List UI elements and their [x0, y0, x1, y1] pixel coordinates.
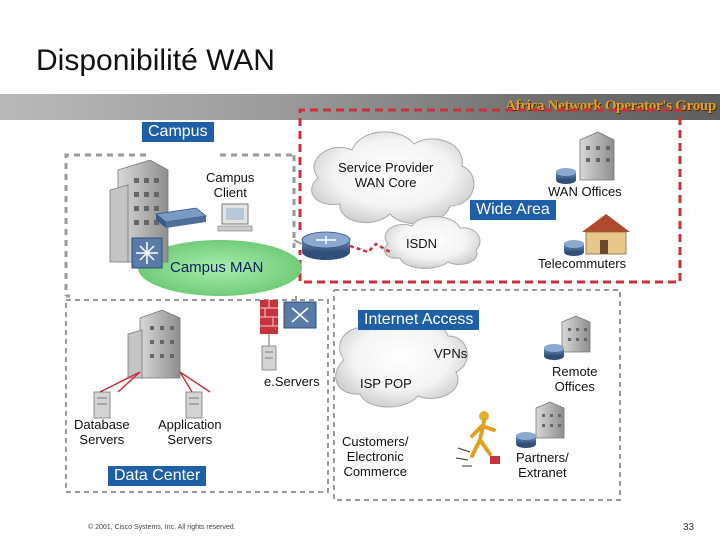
- campus-building: [109, 159, 169, 263]
- database-servers-label: Database Servers: [74, 417, 130, 447]
- internet-access-label: Internet Access: [358, 310, 480, 330]
- service-provider-label: Service Provider WAN Core: [338, 160, 434, 190]
- wan-core-cloud: [311, 131, 475, 225]
- data-center-label: Data Center: [108, 466, 207, 486]
- remote-office-building: [561, 315, 591, 353]
- remote-offices-label: Remote Offices: [552, 364, 598, 394]
- campus-client-label: Campus Client: [206, 170, 255, 200]
- data-center-building: [127, 309, 181, 379]
- partner-router: [516, 432, 536, 448]
- telecommuter-router: [564, 240, 584, 256]
- telecommuter-house: [582, 214, 630, 255]
- campus-switch: [155, 207, 207, 228]
- wan-office-router: [556, 168, 576, 184]
- firewall: [260, 300, 278, 334]
- wan-offices-label: WAN Offices: [548, 184, 622, 199]
- e-servers-label: e.Servers: [264, 374, 320, 389]
- slide-title: Disponibilité WAN: [36, 44, 275, 77]
- internet-region: [333, 289, 621, 501]
- page-number: 33: [683, 522, 695, 533]
- isp-pop-label: ISP POP: [360, 376, 412, 391]
- isdn-cloud: [384, 215, 481, 269]
- data-center-region: [65, 299, 329, 493]
- internet-switch: [283, 301, 317, 329]
- copyright-footer: © 2001, Cisco Systems, Inc. All rights r…: [88, 524, 236, 531]
- application-server: [185, 391, 203, 419]
- campus-region: [64, 153, 296, 298]
- wide-area-label: Wide Area: [470, 200, 556, 220]
- customer-figure: [455, 411, 500, 467]
- wan-office-building: [579, 131, 615, 181]
- partners-label: Partners/ Extranet: [516, 450, 569, 480]
- campus-client-pc: [217, 203, 253, 232]
- customers-label: Customers/ Electronic Commerce: [342, 434, 409, 479]
- campus-core-switch: [131, 237, 163, 269]
- wan-core-router: [301, 231, 351, 260]
- data-center-links: [99, 371, 211, 393]
- application-servers-label: Application Servers: [158, 417, 222, 447]
- isp-pop-cloud: [335, 316, 468, 408]
- remote-office-router: [544, 344, 564, 360]
- database-server: [93, 391, 111, 419]
- campus-man-ellipse: [138, 240, 302, 296]
- telecommuters-label: Telecommuters: [538, 256, 627, 271]
- title-banner: [0, 94, 720, 120]
- campus-label: Campus: [142, 122, 214, 142]
- partner-building: [535, 401, 565, 439]
- vpns-label: VPNs: [434, 346, 468, 361]
- wide-area-region: [298, 108, 682, 284]
- campus-man-label: Campus MAN: [170, 259, 264, 276]
- network-links: [268, 239, 391, 346]
- isdn-label: ISDN: [406, 236, 438, 251]
- e-server: [261, 345, 277, 371]
